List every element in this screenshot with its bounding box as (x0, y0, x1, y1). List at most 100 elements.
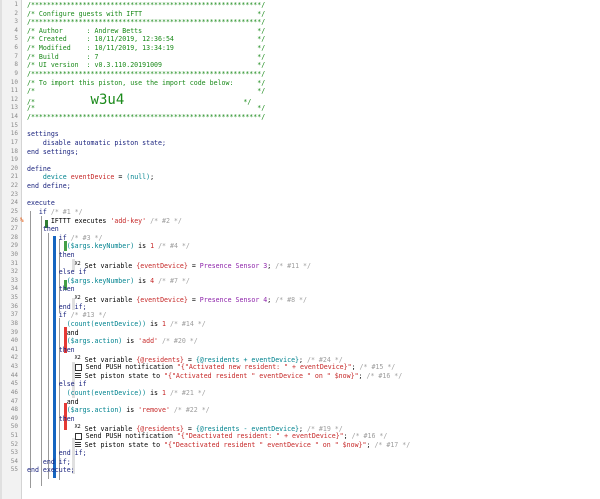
condition-bar-21 (64, 403, 67, 430)
code-line: 21 device eventDevice = (null); (0, 173, 600, 182)
line-code: IFTTT executes 'add-key' /* #2 */ (27, 216, 182, 225)
line-code: then (58, 345, 75, 354)
line-number: 4 (14, 26, 18, 34)
line-number: 52 (10, 440, 18, 448)
line-number: 23 (10, 190, 18, 198)
line-number: 31 (10, 259, 18, 267)
line-number: 44 (10, 371, 18, 379)
line-code: ($args.action) is 'remove' /* #22 */ (66, 406, 210, 415)
line-code: if /* #13 */ (58, 311, 107, 320)
line-code: /* Configure guests with IFTT */ (27, 9, 266, 18)
line-number: 43 (10, 363, 18, 371)
action-bar-11 (72, 259, 75, 271)
code-line: 15 (0, 122, 600, 131)
line-number: 9 (14, 69, 18, 77)
line-number: 12 (10, 95, 18, 103)
line-code: X2 Set variable {@residents} = {@residen… (74, 355, 343, 365)
line-code: execute (27, 199, 55, 208)
line-number: 6 (14, 44, 18, 52)
code-line: 28 if /* #3 */ (0, 234, 600, 243)
code-line: 3/**************************************… (0, 18, 600, 27)
code-line: 38 (count(eventDevice)) is 1 /* #14 */ (0, 320, 600, 329)
action-bar-19-17 (72, 438, 75, 474)
code-line: 29 ($args.keyNumber) is 1 /* #4 */ (0, 242, 600, 251)
condition-bar-7 (64, 280, 67, 290)
line-code: device eventDevice = (null); (42, 173, 155, 182)
line-code: settings (27, 130, 59, 139)
code-line: 25 if /* #1 */ (0, 208, 600, 217)
line-number: 49 (10, 414, 18, 422)
line-number: 25 (10, 207, 18, 215)
line-code: X2 Set variable {eventDevice} = Presence… (74, 295, 307, 305)
line-number: 19 (10, 156, 18, 164)
action-bar-8 (72, 298, 75, 310)
line-number: 38 (10, 319, 18, 327)
code-line: 14 /*************************************… (0, 113, 600, 122)
line-code: /***************************************… (27, 113, 266, 122)
code-line: 33 ($args.keyNumber) is 4 /* #7 */ (0, 277, 600, 286)
code-line: 12 /* w3u4 */ (0, 91, 600, 108)
line-code: Set piston state to "{"Activated residen… (27, 372, 402, 381)
line-code: /* Modified : 10/11/2019, 13:34:19 */ (27, 44, 266, 53)
line-code: X2 Set variable {eventDevice} = Presence… (74, 260, 311, 270)
line-number: 51 (10, 432, 18, 439)
condition-bar-4 (64, 241, 67, 251)
condition-bar-ifttt (45, 220, 48, 228)
line-number: 50 (10, 423, 18, 431)
code-line: 42 X2 Set variable {@residents} = {@resi… (0, 354, 600, 365)
code-line: 9/**************************************… (0, 70, 600, 79)
line-code: ($args.action) is 'add' /* #20 */ (66, 337, 198, 346)
line-number: 15 (10, 121, 18, 129)
code-line: 5/* Created : 10/11/2019, 12:36:54 */ (0, 35, 600, 44)
line-number: 13 (10, 104, 18, 112)
code-line: 40 ($args.action) is 'add' /* #20 */ (0, 337, 600, 346)
line-number: 32 (10, 268, 18, 276)
line-code: end settings; (27, 147, 79, 156)
code-line: 39 and (0, 329, 600, 338)
condition-bar-14 (64, 327, 67, 353)
line-code: /* Author : Andrew Betts */ (27, 26, 266, 35)
if1-bracket (41, 216, 42, 486)
line-number: 27 (10, 225, 18, 233)
code-line: 30 then (0, 251, 600, 260)
line-number: 40 (10, 337, 18, 345)
line-code: X2 Set variable {@residents} = {@residen… (74, 424, 343, 434)
code-line: 53 end if; (0, 449, 600, 458)
line-number: 7 (14, 52, 18, 60)
line-number: 20 (10, 164, 18, 172)
line-code: /* w3u4 */ (27, 91, 252, 108)
code-line: 2/* Configure guests with IFTT */ (0, 10, 600, 19)
code-line: 13/* */ (0, 104, 600, 113)
line-number: 53 (10, 449, 18, 457)
line-number: 48 (10, 406, 18, 414)
line-code: /* UI version : v0.3.110.20191009 */ (27, 61, 266, 70)
line-number: 33 (10, 276, 18, 284)
code-line: 4 /* Author : Andrew Betts */ (0, 27, 600, 36)
if13-bracket (59, 318, 60, 480)
line-code: end if; (58, 449, 87, 458)
line-code: end define; (27, 182, 71, 191)
code-line: 50 X2 Set variable {@residents} = {@resi… (0, 423, 600, 434)
line-number: 14 (10, 113, 18, 121)
code-line: 48 ($args.action) is 'remove' /* #22 */ (0, 406, 600, 415)
line-number: 3 (14, 18, 18, 26)
line-number: 42 (10, 354, 18, 362)
line-code: (count(eventDevice)) is 1 /* #21 */ (66, 388, 206, 397)
code-line: 20 define (0, 165, 600, 174)
code-line: 11/* */ (0, 87, 600, 96)
code-line: 47 and (0, 398, 600, 407)
code-line: 41 then (0, 346, 600, 355)
line-number: 11 (10, 87, 18, 95)
then1-bracket (48, 233, 49, 479)
line-number-gutter (0, 0, 22, 499)
line-code: define (27, 164, 51, 173)
code-line: 45 else if (0, 380, 600, 389)
if3-bracket (59, 239, 60, 313)
line-code: /* To import this piston, use the import… (27, 78, 266, 87)
line-number: 34 (10, 285, 18, 293)
code-line: 7/* Build : 7 */ (0, 53, 600, 62)
code-line: 44 Set piston state to "{"Activated resi… (0, 372, 600, 381)
